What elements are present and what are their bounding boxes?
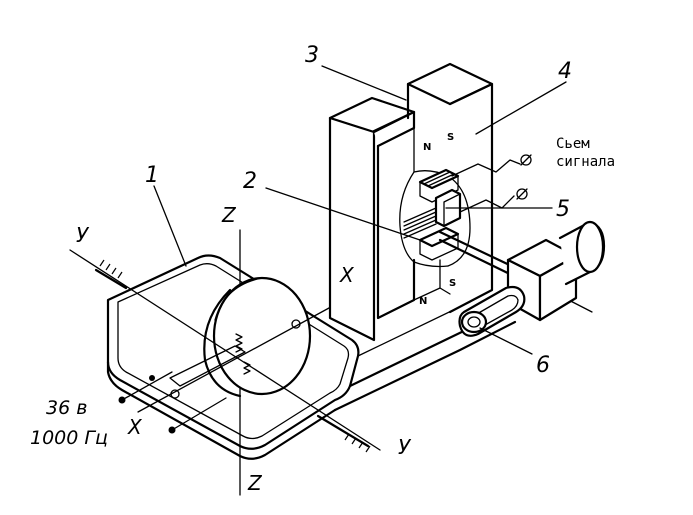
pole-label-n-bottom: N (419, 296, 427, 307)
signal-leads (451, 154, 532, 213)
pole-label-n-top: N (423, 142, 431, 153)
axis-label-z-upper: Z (221, 203, 237, 227)
pole-label-s-top: S (447, 132, 454, 143)
axis-label-y-right: У (398, 435, 412, 459)
part-label-2: 2 (243, 169, 257, 194)
part-label-4: 4 (558, 59, 572, 84)
supply-frequency-label: 1000 Гц (30, 427, 108, 449)
axis-label-x-upper: X (339, 263, 355, 287)
leader-lines (153, 65, 567, 355)
axis-label-x-lower: X (127, 415, 143, 439)
shaft-motor (438, 220, 606, 337)
magnet-block (328, 62, 494, 342)
axis-label-y-left: У (76, 223, 90, 247)
base-frame (106, 254, 517, 460)
supply-terminals (118, 371, 227, 434)
pole-label-s-bottom: S (449, 278, 456, 289)
part-label-3: 3 (305, 43, 319, 68)
y-axis (69, 249, 381, 453)
axis-label-z-lower: Z (247, 471, 263, 495)
part-label-5: 5 (556, 197, 570, 222)
supply-voltage-label: 36 в (46, 397, 87, 419)
x-axis (137, 301, 341, 413)
signal-note-line2: сигнала (556, 154, 615, 170)
part-label-1: 1 (145, 163, 159, 188)
signal-note-line1: Сьем (556, 136, 590, 152)
rotor-disc (169, 276, 312, 399)
part-label-6: 6 (536, 353, 550, 378)
